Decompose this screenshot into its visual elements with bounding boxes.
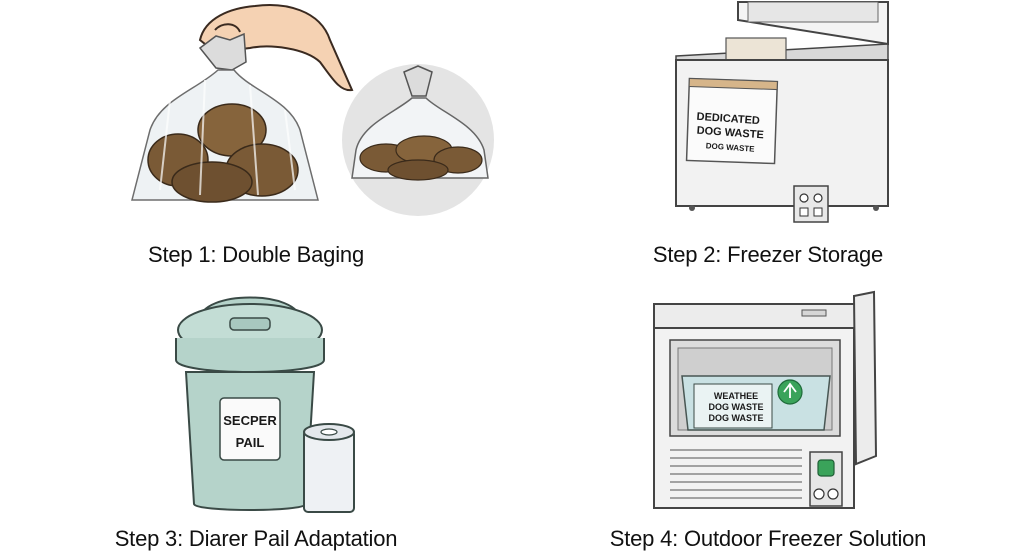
step-1-panel: Step 1: Double Baging (0, 0, 512, 279)
small-waste-icon (359, 135, 483, 181)
bin-label-line1: WEATHEE (714, 391, 758, 401)
double-bagging-illustration (131, 4, 494, 216)
power-indicator-icon (817, 459, 835, 477)
dial-icon (813, 193, 823, 203)
step-4-panel: WEATHEE DOG WASTE DOG WASTE Step 4: Outd… (512, 280, 1024, 559)
bag-knot-icon (198, 32, 247, 71)
small-bag-knot-icon (403, 65, 433, 97)
bin-label-line2: DOG WASTE (708, 402, 763, 412)
pail-label-line2: PAIL (236, 435, 265, 450)
waste-icon (147, 103, 299, 203)
freezer-control-panel (793, 185, 829, 223)
step-1-caption: Step 1: Double Baging (148, 242, 364, 267)
diaper-pail-illustration: SECPER PAIL (175, 296, 355, 513)
freezer-door (852, 290, 878, 466)
step-2-panel: DEDICATED DOG WASTE DOG WASTE Step 2: Fr… (512, 0, 1024, 279)
waste-bin-icon: WEATHEE DOG WASTE DOG WASTE (681, 375, 831, 431)
dial-icon (813, 488, 825, 500)
dog-waste-bag-icon: DEDICATED DOG WASTE DOG WASTE (685, 77, 779, 165)
paper-roll-icon (303, 423, 355, 513)
step-3-caption: Step 3: Diarer Pail Adaptation (114, 526, 398, 551)
dial-icon (827, 488, 839, 500)
step-2-caption: Step 2: Freezer Storage (652, 242, 884, 267)
chest-freezer-illustration: DEDICATED DOG WASTE DOG WASTE (675, 1, 889, 223)
step-4-caption: Step 4: Outdoor Freezer Solution (609, 526, 927, 551)
bag-label-line1: DEDICATED (696, 111, 760, 127)
bin-label-line3: DOG WASTE (708, 413, 763, 423)
vent-grille (670, 449, 802, 499)
dial-icon (799, 193, 809, 203)
bag-label-line2: DOG WASTE (696, 125, 764, 142)
bag-label-line3: DOG WASTE (705, 141, 755, 153)
outdoor-freezer-illustration: WEATHEE DOG WASTE DOG WASTE (653, 290, 878, 509)
hand-icon (198, 4, 354, 92)
pail-label-line1: SECPER (223, 413, 277, 428)
step-3-panel: SECPER PAIL Step 3: Diarer Pail Adaptati… (0, 280, 512, 559)
pail-label (219, 397, 281, 461)
